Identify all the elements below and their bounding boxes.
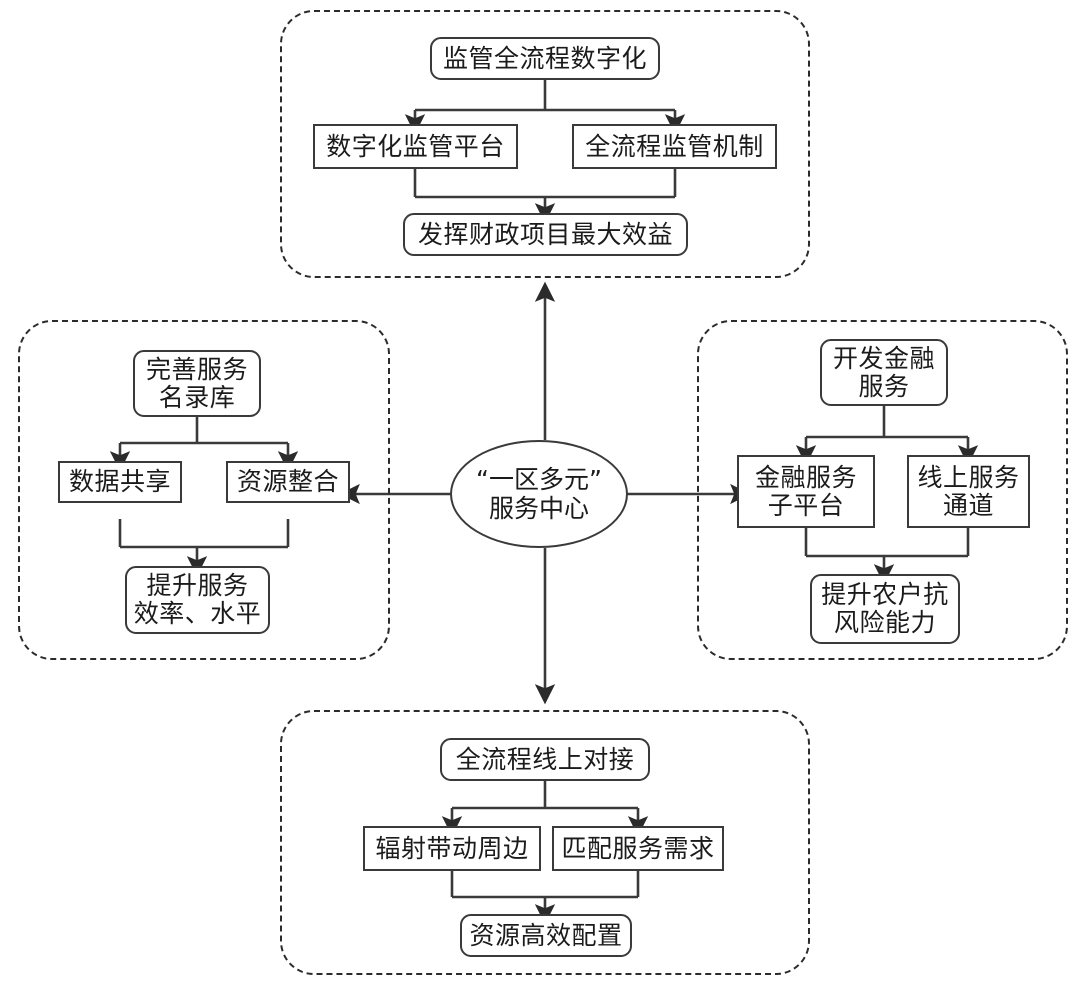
panel-left — [18, 320, 390, 660]
node-top-branch-2[interactable]: 全流程监管机制 — [572, 124, 777, 169]
node-right-branch-2[interactable]: 线上服务 通道 — [907, 455, 1030, 528]
node-bottom-branch-1[interactable]: 辐射带动周边 — [363, 826, 541, 871]
node-right-root[interactable]: 开发金融 服务 — [820, 339, 948, 406]
node-right-branch-1[interactable]: 金融服务 子平台 — [737, 455, 875, 528]
node-left-branch-2[interactable]: 资源整合 — [226, 461, 350, 503]
panel-top — [280, 10, 810, 278]
center-hub[interactable]: “一区多元” 服务中心 — [450, 440, 628, 548]
node-left-root[interactable]: 完善服务 名录库 — [133, 350, 261, 417]
node-left-branch-1[interactable]: 数据共享 — [58, 461, 182, 503]
panel-right — [697, 320, 1068, 660]
node-top-root[interactable]: 监管全流程数字化 — [430, 37, 660, 80]
node-bottom-root[interactable]: 全流程线上对接 — [440, 738, 650, 781]
node-top-branch-1[interactable]: 数字化监管平台 — [313, 124, 518, 169]
node-bottom-outcome[interactable]: 资源高效配置 — [460, 914, 632, 957]
node-left-outcome[interactable]: 提升服务 效率、水平 — [125, 566, 270, 634]
node-right-outcome[interactable]: 提升农户抗 风险能力 — [810, 574, 960, 644]
panel-bottom — [280, 710, 810, 975]
node-top-outcome[interactable]: 发挥财政项目最大效益 — [403, 213, 688, 256]
node-bottom-branch-2[interactable]: 匹配服务需求 — [552, 826, 724, 871]
